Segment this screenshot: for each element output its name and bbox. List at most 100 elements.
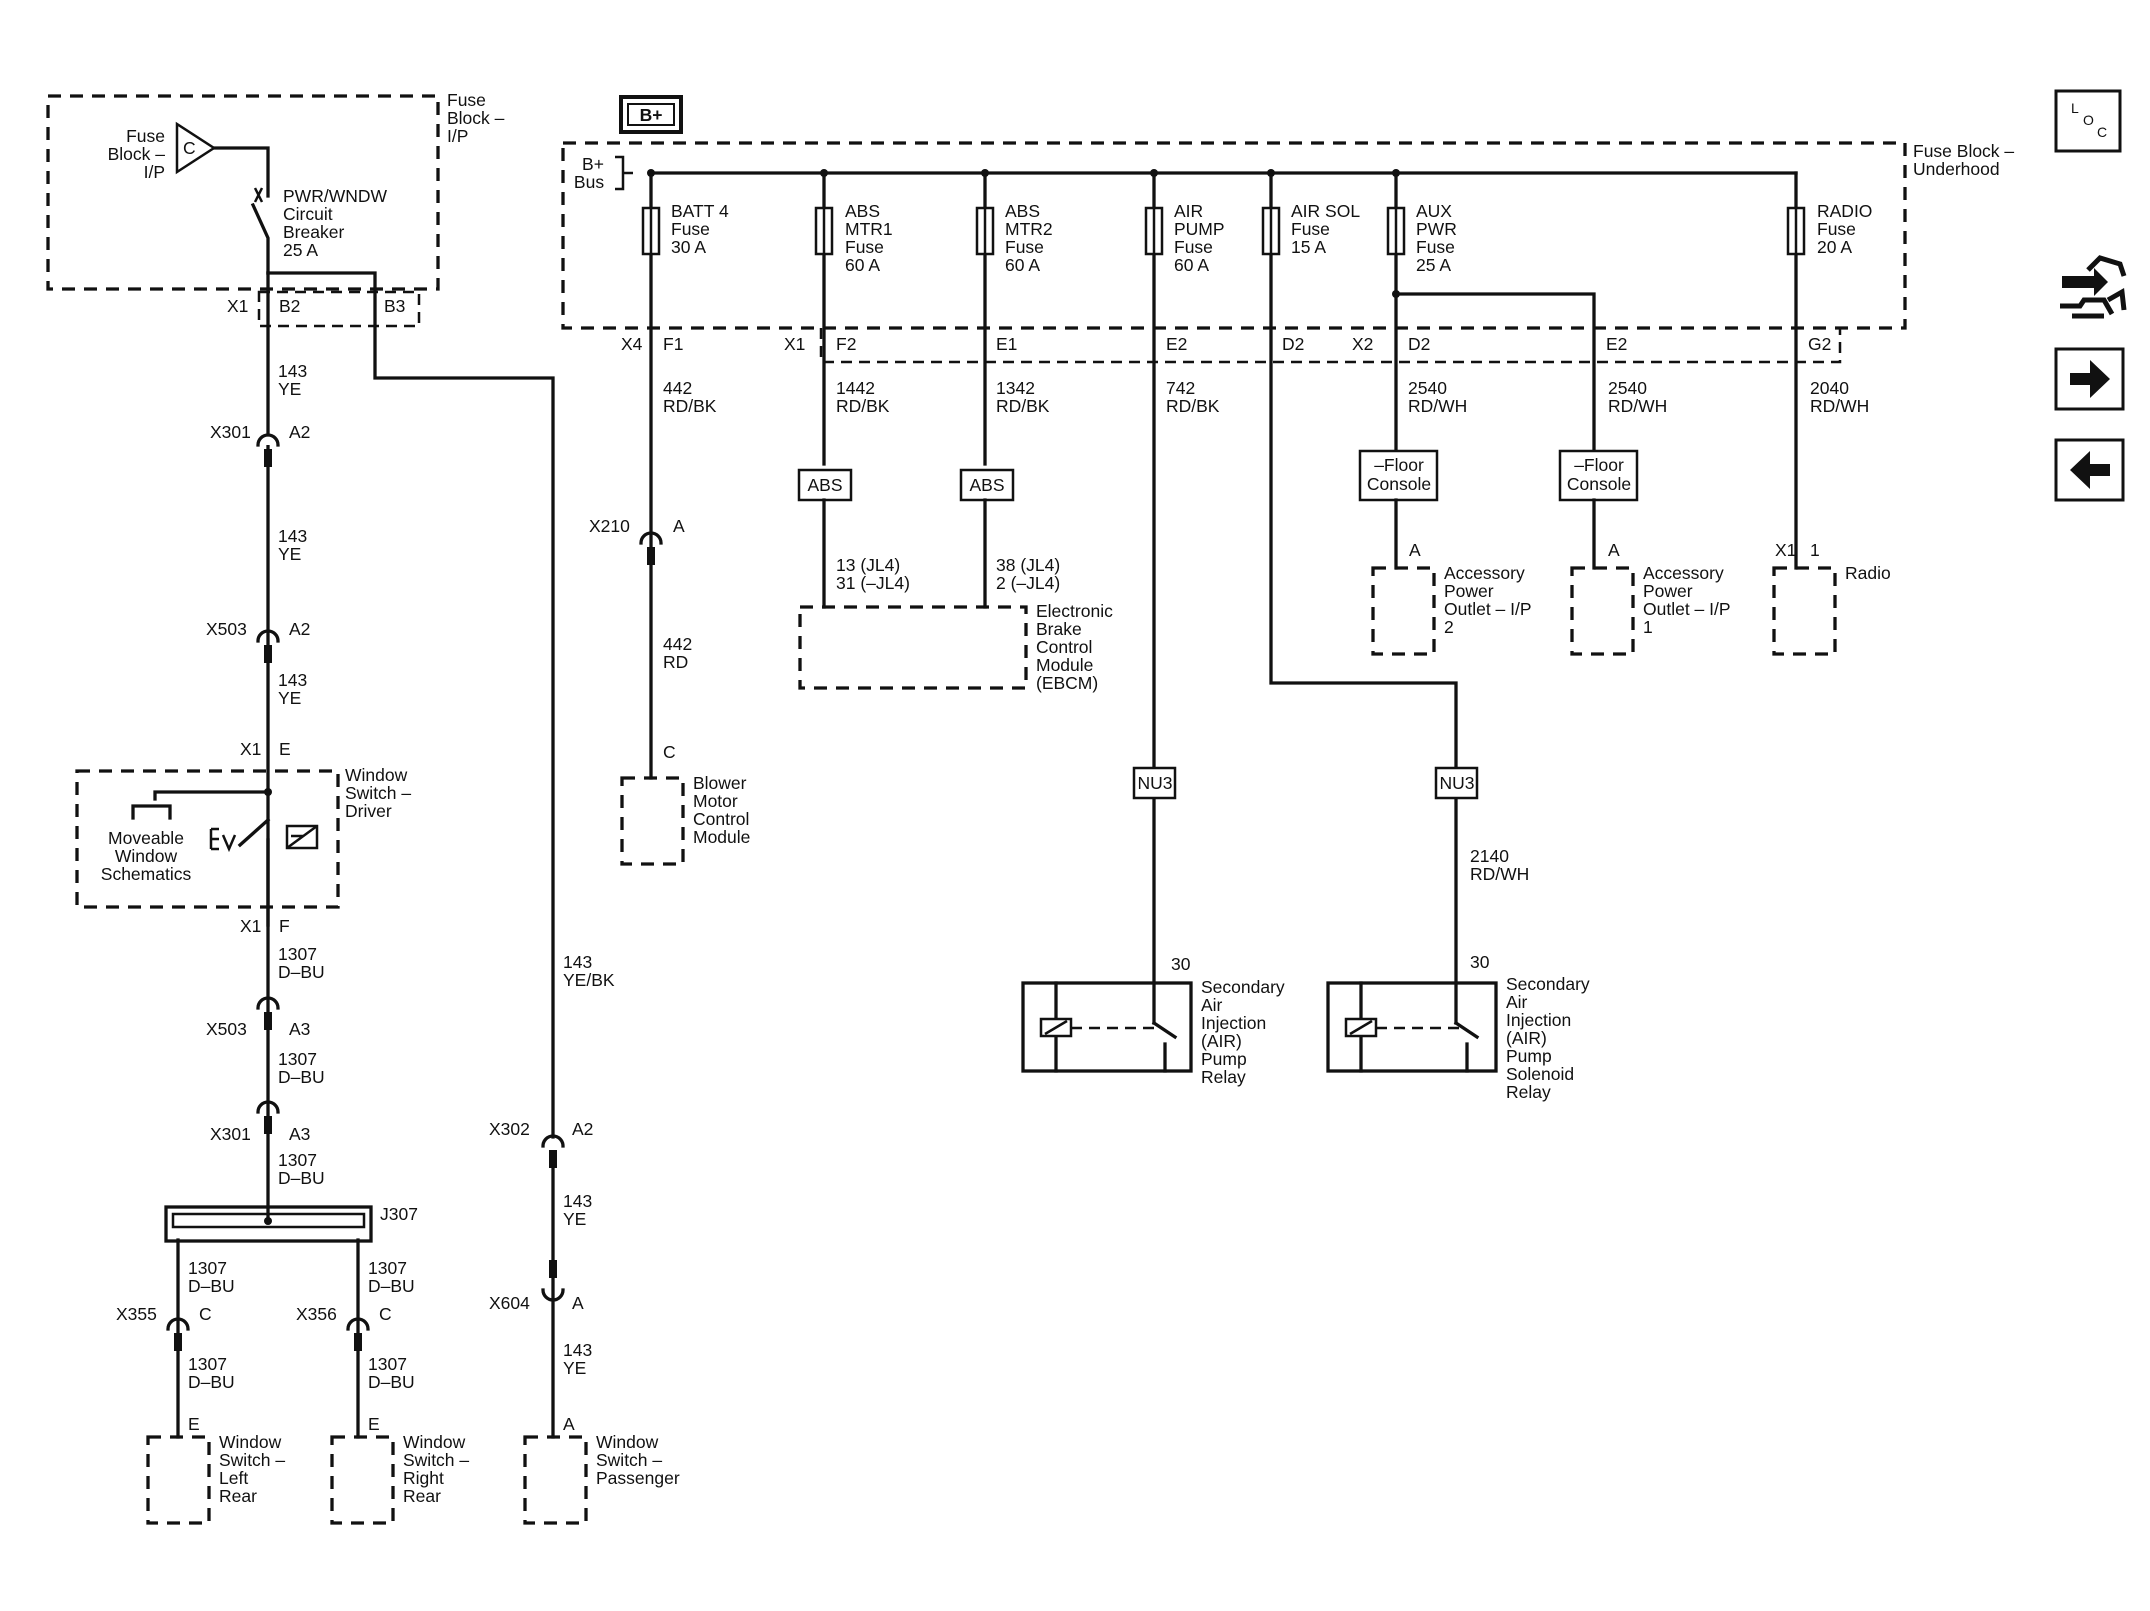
- arrow-left-icon[interactable]: [2054, 438, 2125, 502]
- connector-x1-x2-row: [819, 328, 1842, 364]
- svg-text:L: L: [2071, 100, 2079, 116]
- ebcm-box: [798, 605, 1028, 690]
- abs-pins-1: 13 (JL4)31 (–JL4): [836, 555, 910, 593]
- relay1-coil-mark: [1044, 1019, 1068, 1036]
- x1-top-label: X1: [227, 296, 248, 316]
- connector-icon[interactable]: [2060, 255, 2127, 319]
- b2-label: B2: [279, 296, 300, 316]
- relay2-contact: [1453, 1020, 1480, 1073]
- conn-d2-aux: D2: [1408, 334, 1430, 354]
- conn-e2-aux: E2: [1606, 334, 1627, 354]
- abs-option-label-1: ABS: [807, 475, 842, 495]
- e-right-label: E: [368, 1414, 380, 1434]
- x210-pin-label: A: [673, 516, 685, 536]
- breaker-mark: [253, 187, 264, 203]
- relay1-contact: [1151, 1020, 1178, 1073]
- connector-x604-pin: [549, 1260, 557, 1278]
- nu3-option-box-2: [1434, 766, 1479, 800]
- x355-label: X355: [116, 1304, 157, 1324]
- moveable-window-link: [131, 790, 270, 820]
- b-plus-badge-label: B+: [640, 105, 663, 125]
- fuse-block-underhood-title: Fuse Block –Underhood: [1913, 141, 2014, 179]
- connector-x604: [541, 1288, 565, 1302]
- abs-option-label-2: ABS: [969, 475, 1004, 495]
- connector-x301-pin: [264, 449, 272, 467]
- connector-x302: [541, 1134, 565, 1148]
- radio-pin: 1: [1810, 540, 1820, 560]
- conn-x4: X4: [621, 334, 643, 354]
- fuse-block-underhood-box: [561, 141, 1907, 330]
- splice-pack-j307: [164, 1205, 373, 1243]
- apo1-pin: A: [1608, 540, 1620, 560]
- relay2-coil-mark: [1349, 1019, 1373, 1036]
- loc-icon[interactable]: L O C: [2054, 89, 2122, 153]
- x301b-label: X301: [210, 1124, 251, 1144]
- abs-option-box-1: [797, 468, 853, 502]
- nu3-label-2: NU3: [1439, 773, 1474, 793]
- x302-label: X302: [489, 1119, 530, 1139]
- x301-pin-label: A2: [289, 422, 310, 442]
- e-left-label: E: [188, 1414, 200, 1434]
- x503b-label: X503: [206, 1019, 247, 1039]
- connector-x356-pin: [354, 1333, 362, 1351]
- window-glyph-detail: [286, 824, 318, 850]
- x604-label: X604: [489, 1293, 530, 1313]
- connector-x356: [346, 1317, 370, 1331]
- ev-switch-glyph: [209, 827, 237, 853]
- f-pin-label: F: [279, 916, 290, 936]
- b-plus-badge-inner: [627, 103, 675, 126]
- connector-x1-b2-b3: [257, 290, 421, 328]
- conn-e2-air: E2: [1166, 334, 1187, 354]
- x356-pin-label: C: [379, 1304, 392, 1324]
- abs-pins-2: 38 (JL4)2 (–JL4): [996, 555, 1060, 593]
- arrow-right-icon[interactable]: [2054, 347, 2125, 411]
- conn-x2: X2: [1352, 334, 1373, 354]
- floor-console-option-1: [1358, 449, 1439, 502]
- conn-e1: E1: [996, 334, 1017, 354]
- x503b-pin-label: A3: [289, 1019, 310, 1039]
- radio-box: [1772, 566, 1837, 656]
- connector-x210: [639, 531, 663, 545]
- fuse-connector-symbol: [175, 121, 217, 175]
- x1-e-label: X1: [240, 739, 261, 759]
- window-switch-right-rear-box: [330, 1435, 395, 1525]
- connector-x503-pin: [264, 645, 272, 663]
- connector-x503-a3-pin: [264, 1012, 272, 1030]
